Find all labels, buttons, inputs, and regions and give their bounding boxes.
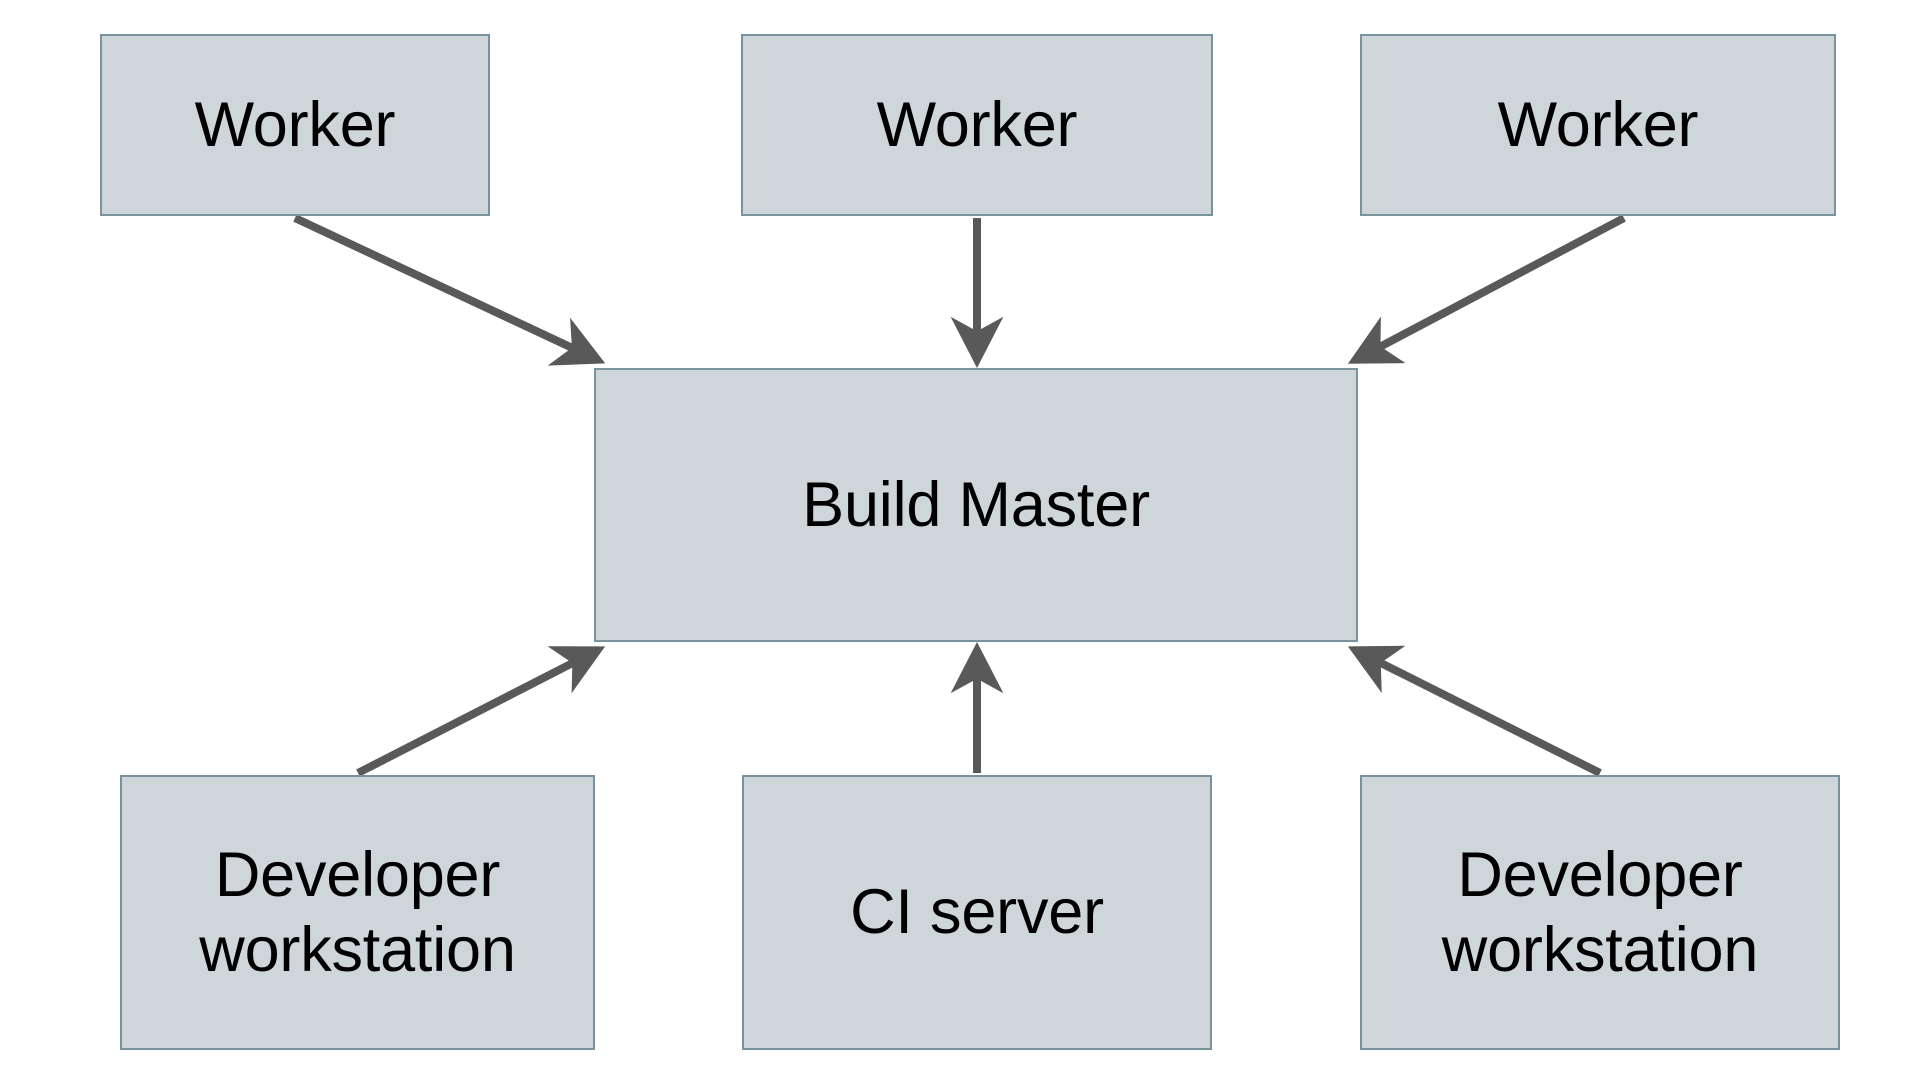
edge-worker-right-to-master bbox=[1347, 214, 1626, 364]
node-label: Developer workstation bbox=[1441, 840, 1759, 985]
node-ci-server[interactable]: CI server bbox=[742, 775, 1212, 1050]
node-label: CI server bbox=[850, 877, 1104, 948]
node-label: Build Master bbox=[802, 469, 1150, 540]
edge-worker-left-to-master bbox=[293, 214, 606, 366]
node-label: Worker bbox=[876, 89, 1078, 160]
node-label: Developer workstation bbox=[199, 840, 516, 985]
node-label: Worker bbox=[1497, 89, 1699, 160]
edge-dev-right-to-master bbox=[1347, 645, 1602, 777]
node-developer-workstation-left[interactable]: Developer workstation bbox=[120, 775, 595, 1050]
node-worker-left[interactable]: Worker bbox=[100, 34, 490, 216]
node-worker-right[interactable]: Worker bbox=[1360, 34, 1836, 216]
edge-dev-left-to-master bbox=[356, 646, 606, 777]
node-worker-middle[interactable]: Worker bbox=[741, 34, 1213, 216]
node-build-master[interactable]: Build Master bbox=[594, 368, 1358, 642]
node-label: Worker bbox=[194, 89, 396, 160]
node-developer-workstation-right[interactable]: Developer workstation bbox=[1360, 775, 1840, 1050]
